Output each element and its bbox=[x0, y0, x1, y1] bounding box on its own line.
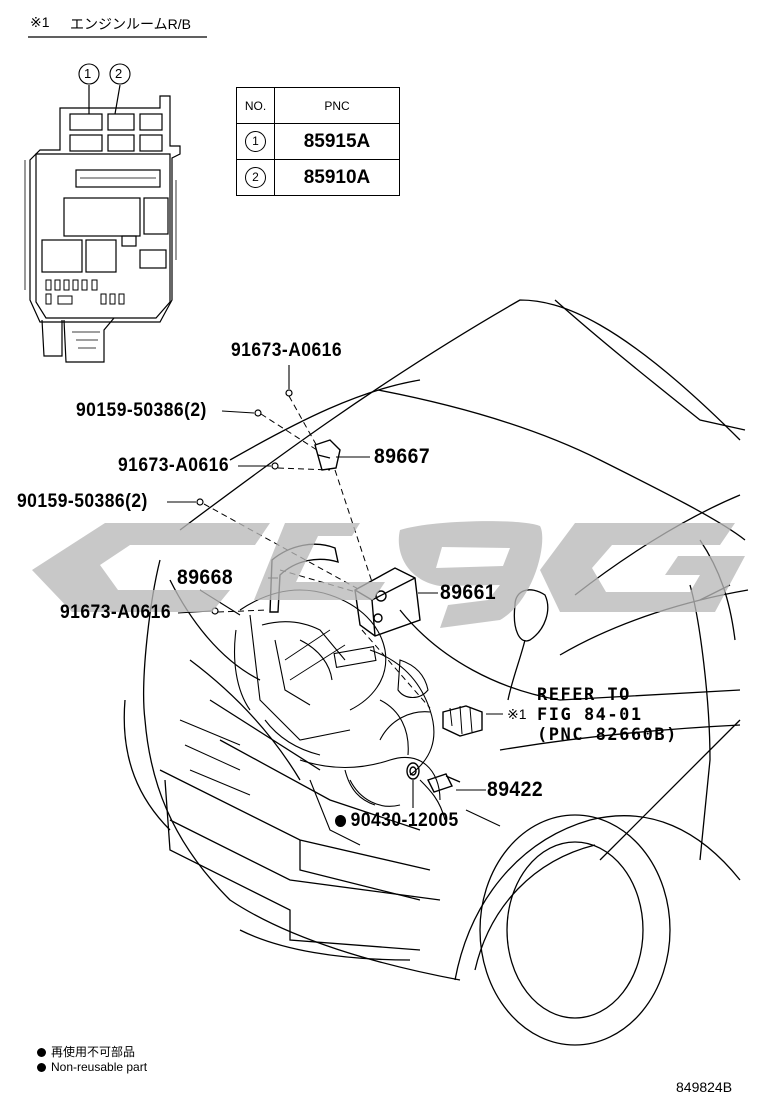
bullet-icon bbox=[37, 1063, 46, 1073]
non-reusable-dot-icon bbox=[335, 814, 347, 827]
part-label-89668: 89668 bbox=[177, 566, 234, 589]
row-pnc: 85910A bbox=[274, 159, 400, 196]
car-body bbox=[123, 299, 749, 1046]
part-label-90159-mid: 90159-50386(2) bbox=[17, 491, 148, 512]
bullet-icon bbox=[37, 1048, 46, 1058]
legend-jp: 再使用不可部品 bbox=[37, 1043, 135, 1060]
table-row: 1 85915A bbox=[236, 123, 400, 160]
row-no-cell: 1 bbox=[236, 123, 275, 160]
callout-1: 1 bbox=[84, 66, 92, 81]
callout-2: 2 bbox=[115, 66, 123, 81]
table-row: 2 85910A bbox=[236, 159, 400, 196]
part-label-91673-low: 91673-A0616 bbox=[60, 602, 172, 623]
refer-line2: FIG 84-01 bbox=[537, 705, 643, 725]
dashed-lines bbox=[203, 395, 431, 709]
row-no: 2 bbox=[245, 167, 266, 188]
header-title: エンジンルームR/B bbox=[70, 16, 191, 32]
refer-line3: (PNC 82660B) bbox=[537, 725, 678, 745]
col-no-header: NO. bbox=[236, 87, 275, 124]
legend-jp-text: 再使用不可部品 bbox=[51, 1045, 136, 1059]
part-label-89667: 89667 bbox=[374, 445, 431, 468]
row-no-cell: 2 bbox=[236, 159, 275, 196]
refer-line1: REFER TO bbox=[537, 685, 631, 705]
row-no: 1 bbox=[245, 131, 266, 152]
part-label-90430-text: 90430-12005 bbox=[350, 810, 459, 831]
relay-block-inset bbox=[24, 84, 181, 363]
part-label-90430: 90430-12005 bbox=[335, 810, 459, 832]
part-label-91673-mid: 91673-A0616 bbox=[118, 455, 230, 476]
col-pnc-header: PNC bbox=[274, 87, 400, 124]
engine-assembly bbox=[199, 589, 446, 846]
diagram-code: 849824B bbox=[676, 1079, 733, 1095]
part-label-89661: 89661 bbox=[440, 581, 497, 604]
part-label-89422: 89422 bbox=[487, 778, 544, 801]
pnc-table-header: NO. PNC bbox=[236, 87, 400, 124]
part-label-91673-top: 91673-A0616 bbox=[231, 340, 343, 361]
legend-en-text: Non-reusable part bbox=[51, 1060, 148, 1074]
pnc-table: NO. PNC 1 85915A 2 85910A bbox=[236, 87, 400, 196]
part-label-90159-top: 90159-50386(2) bbox=[76, 400, 207, 421]
row-pnc: 85915A bbox=[274, 123, 400, 160]
legend-en: Non-reusable part bbox=[37, 1060, 147, 1074]
header-mark: ※1 bbox=[30, 14, 50, 30]
refer-mark: ※1 bbox=[507, 706, 527, 722]
watermark-logo bbox=[32, 521, 745, 628]
